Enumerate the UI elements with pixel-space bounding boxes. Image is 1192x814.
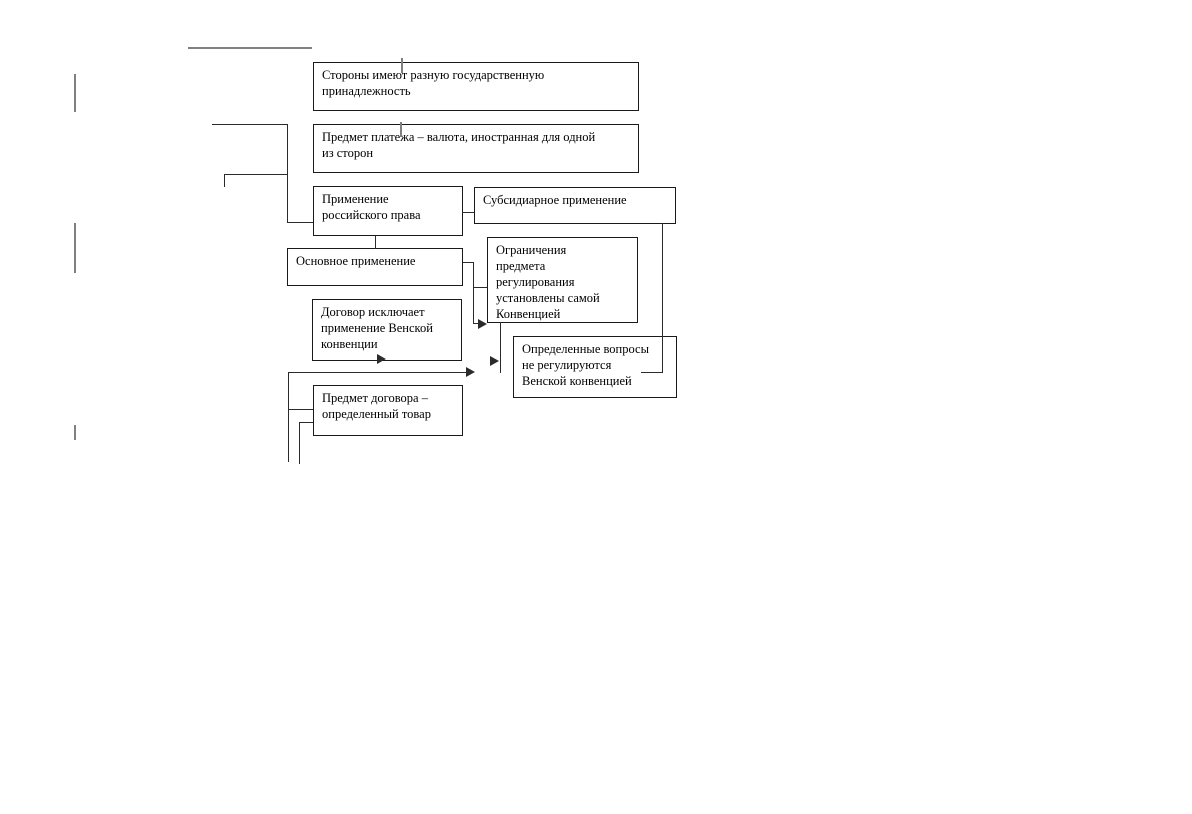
connector-left-stub-vertical <box>224 174 225 187</box>
connector-russianlaw-subsidiary <box>462 212 474 213</box>
connector-subsidiary-down-elbow <box>641 372 662 373</box>
node-payment-subject: Предмет платежа – валюта, иностранная дл… <box>313 124 639 173</box>
connector-top-left-horizontal <box>212 124 288 125</box>
connector-main-right-horizontal <box>463 262 473 263</box>
arrowhead-long-horizontal-icon <box>466 367 475 377</box>
node-convention-scope-limits: Ограничения предмета регулирования устан… <box>487 237 638 323</box>
connector-inner-left-vertical <box>299 422 300 464</box>
connector-into-russian-law <box>287 222 313 223</box>
connector-lower-left-vertical <box>288 372 289 462</box>
node-main-application: Основное применение <box>287 248 463 286</box>
node-subsidiary-application: Субсидиарное применение <box>474 187 676 224</box>
connector-below-scope-limits <box>500 322 501 373</box>
connector-subsidiary-down-vertical <box>662 223 663 373</box>
node-contract-subject-goods: Предмет договора – определенный товар <box>313 385 463 436</box>
connector-main-right-vertical <box>473 262 474 324</box>
gray-tick-box2-top <box>400 122 402 137</box>
connector-russianlaw-main <box>375 236 376 249</box>
connector-into-contract-subject <box>288 409 313 410</box>
node-parties-nationality: Стороны имеют разную государственную при… <box>313 62 639 111</box>
arrowhead-to-scope-limits-icon <box>478 319 487 329</box>
connector-inner-left-horizontal <box>299 422 313 423</box>
connector-arrow1-shaft <box>473 323 479 324</box>
arrowhead-on-contract-box-icon <box>377 354 386 364</box>
node-issues-not-regulated: Определенные вопросы не регулируются Вен… <box>513 336 677 398</box>
connector-into-scope-limits <box>473 287 487 288</box>
gray-tick-left-2 <box>74 223 76 273</box>
gray-rule-line-top <box>188 47 312 49</box>
gray-tick-box1-top <box>401 58 403 73</box>
connector-top-left-vertical <box>287 124 288 223</box>
node-russian-law-application: Применение российского права <box>313 186 463 236</box>
arrowhead-to-vertical-line-icon <box>490 356 499 366</box>
connector-long-horizontal <box>288 372 468 373</box>
gray-tick-left-1 <box>74 74 76 112</box>
connector-left-stub-horizontal <box>224 174 287 175</box>
gray-tick-left-3 <box>74 425 76 440</box>
node-contract-excludes-vienna: Договор исключает применение Венской кон… <box>312 299 462 361</box>
